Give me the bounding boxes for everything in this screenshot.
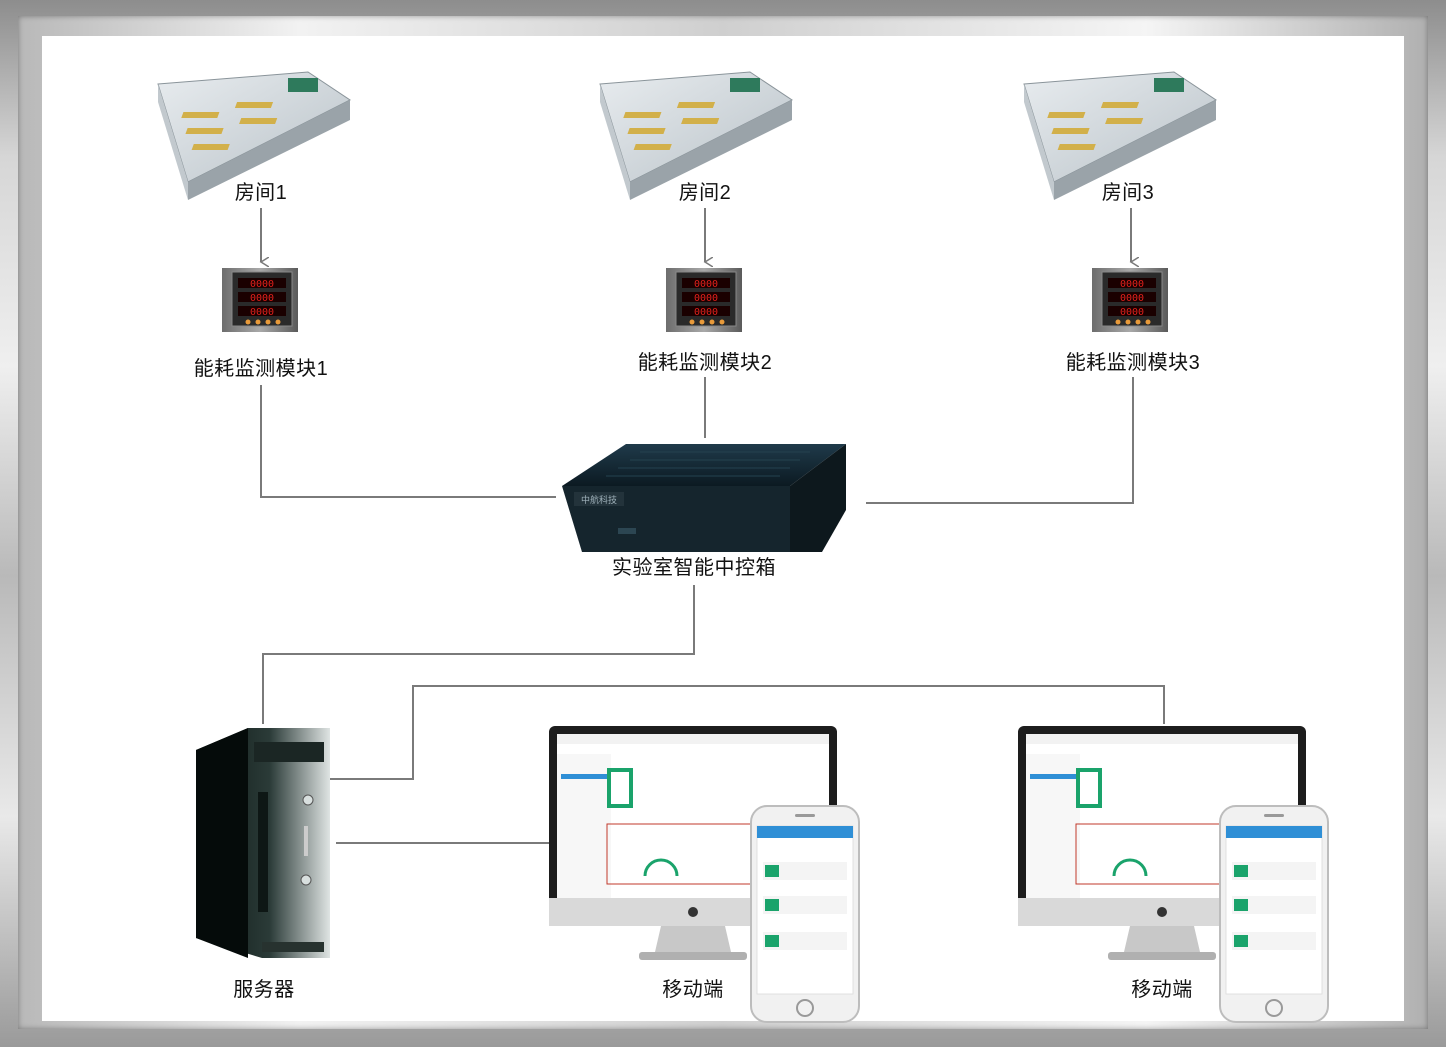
controller-box: 中航科技 bbox=[562, 444, 846, 552]
controller-label: 实验室智能中控箱 bbox=[612, 557, 776, 579]
server-tower bbox=[196, 728, 330, 958]
client-devices-1 bbox=[549, 726, 860, 1023]
room-illustration-3 bbox=[1023, 71, 1217, 200]
svg-text:0000: 0000 bbox=[1120, 279, 1144, 290]
module-label-3: 能耗监测模块3 bbox=[1065, 352, 1201, 374]
room-illustration-1 bbox=[157, 71, 351, 200]
client-label-2: 移动端 bbox=[1131, 979, 1193, 1001]
svg-text:0000: 0000 bbox=[250, 279, 274, 290]
link-module1-controller bbox=[260, 385, 556, 498]
power-meter-3: 0000 0000 0000 bbox=[1092, 268, 1168, 332]
svg-text:0000: 0000 bbox=[250, 307, 274, 318]
link-server-client2 bbox=[330, 685, 1165, 780]
svg-text:中航科技: 中航科技 bbox=[581, 494, 617, 505]
svg-text:0000: 0000 bbox=[250, 293, 274, 304]
link-controller-server bbox=[262, 585, 695, 724]
svg-text:0000: 0000 bbox=[1120, 293, 1144, 304]
room-label-3: 房间3 bbox=[1101, 182, 1155, 204]
power-meter-1: 0000 0000 0000 bbox=[222, 268, 298, 332]
svg-text:0000: 0000 bbox=[694, 279, 718, 290]
power-meter-2: 0000 0000 0000 bbox=[666, 268, 742, 332]
module-label-1: 能耗监测模块1 bbox=[193, 358, 329, 380]
client-label-1: 移动端 bbox=[662, 979, 724, 1001]
module-label-2: 能耗监测模块2 bbox=[637, 352, 773, 374]
svg-text:0000: 0000 bbox=[1120, 307, 1144, 318]
svg-text:0000: 0000 bbox=[694, 307, 718, 318]
link-module3-controller bbox=[866, 377, 1134, 504]
server-label: 服务器 bbox=[233, 979, 295, 1001]
room-illustration-2 bbox=[599, 71, 793, 200]
client-devices-2 bbox=[1018, 726, 1329, 1023]
room-label-2: 房间2 bbox=[678, 182, 732, 204]
room-label-1: 房间1 bbox=[234, 182, 288, 204]
svg-text:0000: 0000 bbox=[694, 293, 718, 304]
